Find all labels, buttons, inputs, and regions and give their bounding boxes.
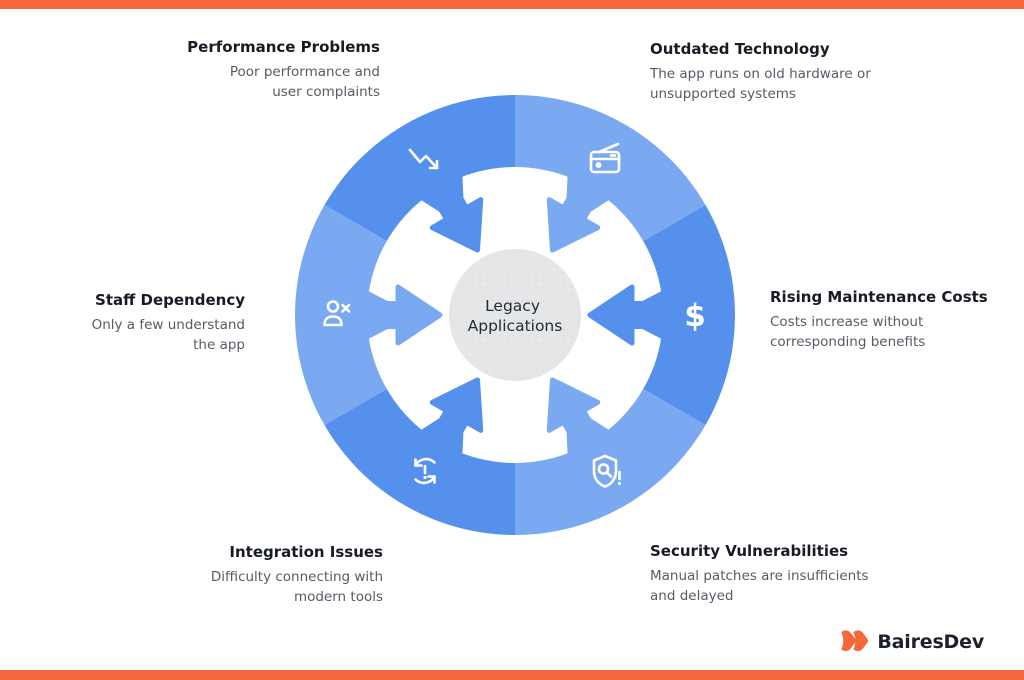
trend-down-icon — [408, 148, 439, 170]
inward-arrow-outdated — [546, 162, 620, 253]
segment-title-integration: Integration Issues — [229, 543, 383, 561]
center-circle-texture — [449, 249, 581, 381]
inward-arrows — [354, 162, 676, 468]
segment-label-security: Security Vulnerabilities Manual patches … — [650, 542, 900, 606]
bairesdev-logo-icon — [841, 630, 869, 652]
segment-label-integration: Integration Issues Difficulty connecting… — [163, 543, 383, 607]
segment-desc-integration: Difficulty connecting with modern tools — [210, 568, 383, 605]
segment-title-outdated: Outdated Technology — [650, 40, 830, 58]
svg-text:$: $ — [684, 298, 706, 334]
inward-arrow-maintenance — [587, 284, 676, 346]
dollar-icon: $ — [684, 298, 706, 334]
bottom-accent-bar — [0, 670, 1024, 680]
person-x-icon — [323, 300, 351, 327]
segment-desc-maintenance: Costs increase without corresponding ben… — [770, 313, 926, 350]
inward-arrow-performance — [410, 162, 484, 253]
segment-desc-outdated: The app runs on old hardware or unsuppor… — [650, 65, 871, 102]
segment-label-staff: Staff Dependency Only a few understand t… — [45, 291, 245, 355]
sync-alert-icon — [414, 457, 436, 485]
segment-desc-staff: Only a few understand the app — [91, 316, 245, 353]
inward-arrow-security — [546, 377, 620, 468]
legacy-applications-diagram: Legacy Applications $ — [294, 95, 736, 535]
segment-label-maintenance: Rising Maintenance Costs Costs increase … — [770, 288, 990, 352]
bairesdev-logo: BairesDev — [840, 630, 984, 654]
segment-title-security: Security Vulnerabilities — [650, 542, 849, 560]
segment-title-staff: Staff Dependency — [95, 291, 245, 309]
segment-desc-performance: Poor performance and user complaints — [229, 63, 380, 100]
inward-arrow-integration — [410, 377, 484, 468]
top-accent-bar — [0, 0, 1024, 9]
segment-desc-security: Manual patches are insufficients and del… — [650, 567, 869, 604]
segment-label-performance: Performance Problems Poor performance an… — [180, 38, 380, 102]
segment-title-performance: Performance Problems — [187, 38, 380, 56]
bairesdev-logo-text: BairesDev — [877, 631, 984, 653]
radio-icon — [589, 142, 621, 174]
diagram-svg: Legacy Applications $ — [294, 95, 736, 535]
segment-title-maintenance: Rising Maintenance Costs — [770, 288, 988, 306]
center-label: Legacy Applications — [468, 297, 563, 335]
inward-arrow-staff — [354, 284, 443, 346]
shield-search-icon — [592, 454, 622, 488]
segment-label-outdated: Outdated Technology The app runs on old … — [650, 40, 890, 104]
